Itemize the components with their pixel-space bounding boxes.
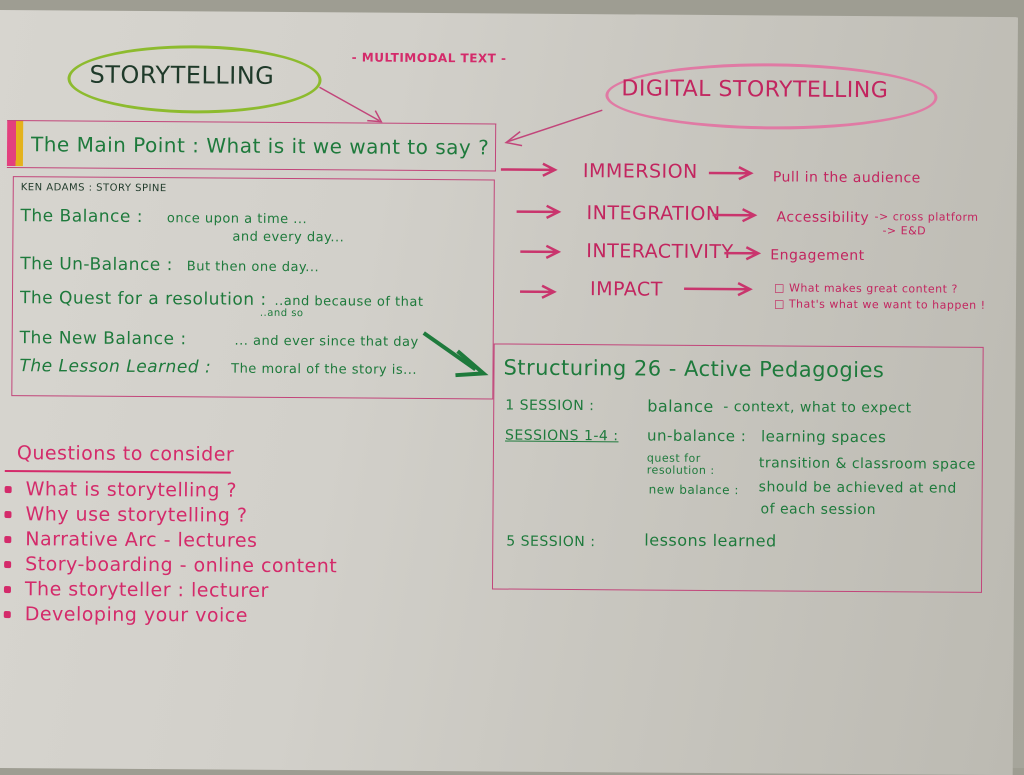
spine-text: once upon a time ... (166, 211, 308, 228)
arrow-storytelling-to-main-point (319, 86, 383, 123)
spine-label: The Lesson Learned : (19, 356, 212, 378)
impact-sub-want-to-happen: □ That's what we want to happen ! (773, 297, 986, 312)
bullet-icon (4, 486, 12, 494)
spine-text-2: ..and so (259, 307, 304, 320)
story-spine-heading: KEN ADAMS : STORY SPINE (20, 182, 167, 195)
bullet-icon (4, 511, 12, 519)
sessions-1-4-label: SESSIONS 1-4 : (504, 427, 619, 445)
spine-text: ... and ever since that day (234, 333, 419, 350)
concept-integration: INTEGRATION (586, 202, 721, 226)
arrow-immersion (500, 162, 558, 177)
question-item: Developing your voice (3, 603, 337, 627)
spine-text-2: and every day... (232, 229, 345, 246)
spine-text: The moral of the story is... (231, 361, 418, 378)
new-balance-key: new balance : (648, 482, 739, 498)
unbalance-key: un-balance : (646, 426, 747, 446)
spine-row-balance: The Balance : once upon a time ... (20, 206, 307, 228)
spine-row-quest: The Quest for a resolution : ..and becau… (20, 288, 424, 311)
impact-sub-great-content: □ What makes great content ? (774, 281, 958, 296)
spine-label: The New Balance : (19, 328, 187, 350)
session-1-key: balance (647, 396, 714, 416)
arrow-spine-to-structuring (422, 331, 489, 378)
concept-interactivity: INTERACTIVITY (586, 240, 734, 264)
bullet-icon (3, 611, 11, 619)
concept-interactivity-detail: Engagement (770, 247, 865, 265)
questions-list: What is storytelling ? Why use storytell… (3, 478, 338, 630)
spine-label: The Un-Balance : (20, 254, 173, 276)
new-balance-value-2: of each session (760, 501, 877, 519)
flipchart-paper: STORYTELLING - MULTIMODAL TEXT - DIGITAL… (0, 10, 1018, 775)
main-point-label: The Main Point : What is it we want to s… (30, 132, 490, 160)
arrow-impact (520, 284, 557, 299)
arrow-integration (516, 204, 562, 219)
question-item: Narrative Arc - lectures (4, 528, 337, 552)
concept-integration-detail: Accessibility (776, 209, 870, 227)
session-5-label: 5 SESSION : (506, 533, 596, 551)
arrow-impact-detail (684, 282, 753, 297)
question-item: The storyteller : lecturer (3, 578, 337, 602)
storytelling-title: STORYTELLING (89, 60, 275, 90)
bullet-icon (3, 586, 11, 594)
arrow-immersion-detail (708, 166, 754, 181)
multimodal-label: - MULTIMODAL TEXT - (351, 50, 507, 66)
session-1-label: 1 SESSION : (505, 397, 595, 415)
concept-immersion-detail: Pull in the audience (772, 169, 921, 187)
concept-impact: IMPACT (589, 278, 663, 301)
spine-row-unbalance: The Un-Balance : But then one day... (20, 254, 319, 276)
spine-label: The Quest for a resolution : (19, 288, 267, 310)
bullet-icon (4, 561, 12, 569)
session-5-key: lessons learned (644, 530, 777, 551)
questions-heading: Questions to consider (16, 442, 235, 466)
integration-sub-cross-platform: -> cross platform (874, 210, 979, 224)
spine-row-new-balance: The New Balance : ... and ever since tha… (20, 328, 419, 351)
structuring-title: Structuring 26 - Active Pedagogies (503, 355, 885, 383)
quest-key: quest for resolution : (646, 451, 715, 477)
concept-immersion: IMMERSION (582, 160, 698, 183)
arrow-integration-detail (712, 208, 758, 223)
unbalance-value: learning spaces (760, 427, 887, 447)
questions-underline (4, 470, 231, 474)
question-item: Story-boarding - online content (4, 553, 337, 577)
quest-value: transition & classroom space (758, 455, 976, 473)
question-item: What is storytelling ? (4, 478, 338, 502)
bullet-icon (4, 536, 12, 544)
session-1-value: - context, what to expect (723, 399, 912, 417)
arrow-interactivity (520, 244, 562, 259)
digital-storytelling-title: DIGITAL STORYTELLING (621, 76, 889, 104)
integration-sub-ed: -> E&D (882, 224, 927, 238)
spine-row-lesson: The Lesson Learned : The moral of the st… (19, 356, 417, 379)
new-balance-value: should be achieved at end (758, 479, 957, 497)
spine-text: But then one day... (186, 259, 320, 276)
arrow-digital-to-main-point (504, 109, 603, 147)
arrow-interactivity-detail (724, 246, 762, 261)
question-item: Why use storytelling ? (4, 503, 337, 527)
spine-label: The Balance : (20, 206, 144, 228)
